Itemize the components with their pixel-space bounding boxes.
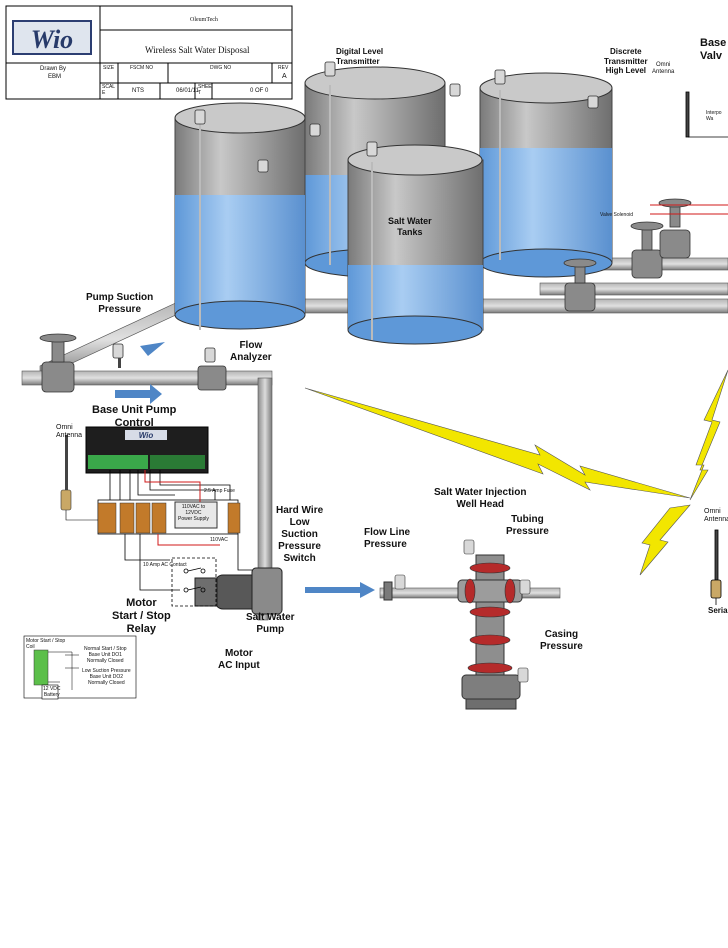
motor-relay — [171, 557, 217, 607]
label-discrete-transmitter: Discrete Transmitter High Level — [604, 47, 648, 76]
svg-text:Wio: Wio — [139, 431, 154, 440]
salt-water-pump-motor — [194, 567, 283, 615]
right-equipment — [685, 91, 728, 605]
label-salt-water-tanks: Salt Water Tanks — [388, 216, 432, 237]
label-vac: 110VAC — [210, 537, 228, 543]
tb-sheet-label: SHEE T — [198, 84, 212, 96]
tb-scale: NTS — [132, 88, 144, 94]
tb-sheet: 0 OF 0 — [250, 88, 269, 94]
label-coil-note1: Normal Start / Stop Base Unit DO1 Normal… — [84, 646, 127, 664]
tb-date: 06/01/11 — [176, 88, 199, 94]
label-omni-antenna-top: Omni Antenna — [652, 62, 675, 76]
label-battery: 12 VDC Battery — [43, 686, 61, 698]
label-flow-analyzer: Flow Analyzer — [230, 340, 272, 363]
flow-arrows — [115, 342, 375, 598]
tb-drawn-by-label: Drawn By — [40, 66, 67, 72]
label-base-valve: Base Valv — [700, 37, 727, 63]
base-unit-controller: Wio — [85, 426, 209, 474]
label-base-unit-pump-control: Base Unit Pump Control — [92, 404, 177, 430]
title-block: Wio — [5, 5, 293, 100]
tank-front-left — [174, 102, 306, 330]
label-fuse: 2.5 Amp Fuse — [204, 488, 235, 494]
label-serial: Seria — [708, 606, 728, 615]
label-motor-relay: Motor Start / Stop Relay — [112, 597, 171, 636]
label-flow-line-pressure: Flow Line Pressure — [364, 527, 411, 550]
tb-size-label: SIZE — [103, 65, 115, 71]
label-omni-antenna-left: Omni Antenna — [56, 424, 83, 440]
label-pump-suction-pressure: Pump Suction Pressure — [86, 292, 154, 315]
tb-drawn-by: EBM — [48, 74, 62, 80]
tb-company: OleumTech — [190, 17, 218, 23]
label-tubing-pressure: Tubing Pressure — [506, 514, 549, 537]
label-power-supply: 110VAC to 12VDC Power Supply — [178, 504, 209, 522]
tb-rev-label: REV — [278, 65, 289, 71]
suction-transmitter — [112, 343, 216, 368]
label-coil-title: Motor Start / Stop Coil — [26, 638, 66, 650]
label-hard-wire: Hard Wire Low Suction Pressure Switch — [276, 505, 324, 564]
label-digital-level: Digital Level Transmitter — [336, 47, 384, 66]
tank-front-right — [347, 144, 484, 345]
control-wiring — [97, 204, 728, 591]
tank-transmitters — [194, 61, 599, 173]
label-injection-well-head: Salt Water Injection Well Head — [434, 487, 527, 510]
coil-diagram — [23, 635, 137, 700]
label-casing-pressure: Casing Pressure — [540, 629, 583, 652]
label-valve-solenoid: Valve Solenoid — [600, 212, 633, 218]
label-coil-note2: Low Suction Pressure Base Unit DO2 Norma… — [82, 668, 131, 686]
tb-dwg-label: DWG NO — [210, 65, 232, 71]
level-probes — [199, 85, 501, 340]
label-interposer: Interpo Wa — [706, 110, 722, 122]
tb-drawing-title: Wireless Salt Water Disposal — [145, 45, 250, 55]
injection-well-head — [383, 539, 531, 710]
tb-fscm-label: FSCM NO — [130, 65, 154, 71]
logo-text: Wio — [31, 25, 73, 54]
label-omni-antenna-right: Omni Antenna — [704, 508, 728, 524]
label-salt-water-pump: Salt Water Pump — [246, 612, 295, 635]
omni-antenna-left — [60, 435, 98, 521]
tb-rev: A — [282, 73, 287, 80]
tb-scale-label: SCAL E — [102, 84, 116, 96]
label-ac-contact: 10 Amp AC Contact — [143, 562, 187, 568]
radio-links — [304, 369, 728, 576]
label-motor-ac-input: Motor AC Input — [218, 648, 260, 671]
